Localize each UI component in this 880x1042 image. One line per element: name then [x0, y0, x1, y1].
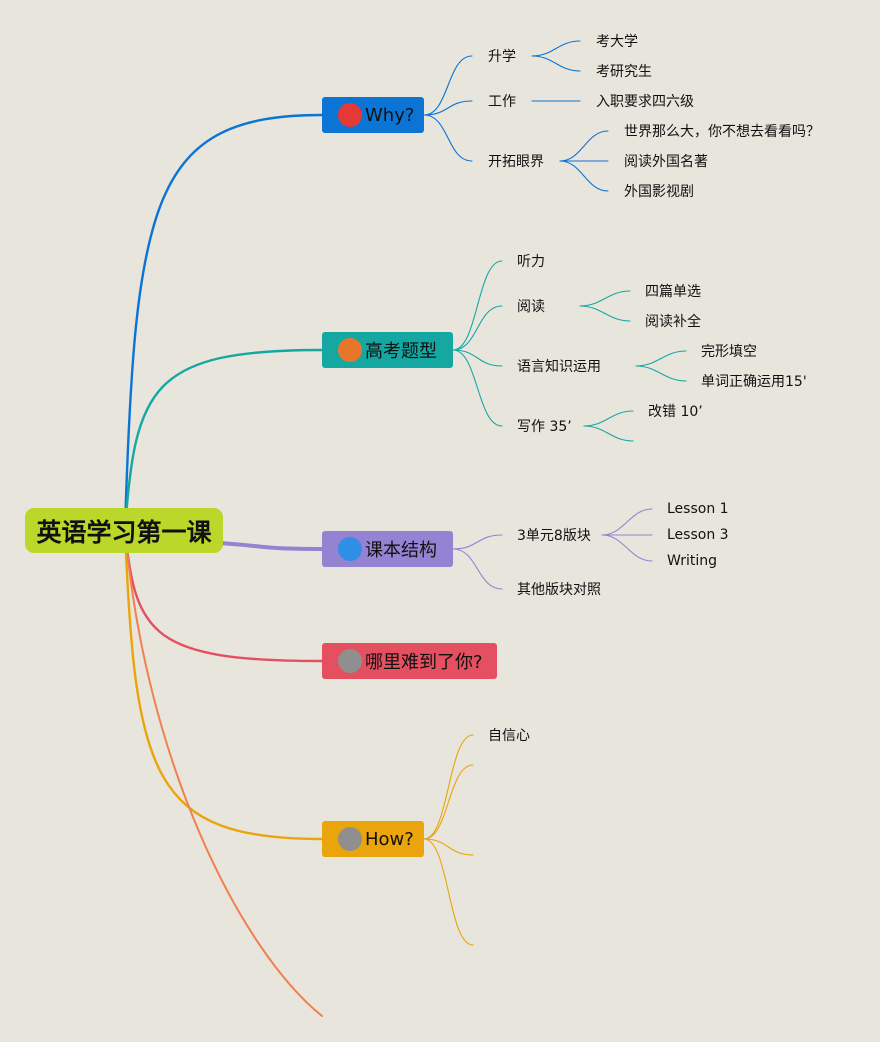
branch-t5-child-3: [423, 838, 474, 946]
topic-label: 高考题型: [365, 341, 437, 362]
branch-t5-child-2: [423, 838, 474, 856]
subtopic-node[interactable]: 3单元8版块: [517, 528, 591, 544]
leaf-node[interactable]: 外国影视剧: [624, 184, 694, 200]
branch-t1-grandchild: [531, 55, 581, 72]
leaf-node[interactable]: 单词正确运用15': [701, 374, 807, 390]
subtopic-node[interactable]: 听力: [517, 254, 545, 270]
leaf-node[interactable]: 入职要求四六级: [596, 94, 694, 110]
topic-number-badge: 3: [338, 537, 362, 561]
branch-root-t1: [123, 113, 324, 532]
leaf-node[interactable]: 四篇单选: [645, 284, 701, 300]
branch-t1-child-2: [423, 114, 473, 162]
subtopic-node[interactable]: 工作: [488, 94, 516, 110]
branch-t2-child-3: [452, 349, 503, 427]
branch-root-t5: [123, 528, 324, 841]
branch-t2-grandchild: [583, 425, 634, 442]
leaf-node[interactable]: 考大学: [596, 34, 638, 50]
leaf-node[interactable]: 考研究生: [596, 64, 652, 80]
branch-t2-grandchild: [635, 365, 687, 382]
branch-t2-grandchild: [583, 410, 634, 427]
branch-t2-grandchild: [579, 290, 631, 307]
branch-t2-child-2: [452, 349, 503, 367]
branch-t1-grandchild: [559, 130, 609, 162]
branch-t1-child-0: [423, 55, 473, 116]
topic-number-badge: 5: [338, 827, 362, 851]
leaf-node[interactable]: 完形填空: [701, 344, 757, 360]
subtopic-node[interactable]: 其他版块对照: [517, 582, 601, 598]
topic-number-badge: 4: [338, 649, 362, 673]
branch-t1-grandchild: [559, 160, 609, 192]
branch-t3-child-0: [452, 534, 503, 550]
leaf-node[interactable]: 改错 10’: [648, 404, 703, 420]
root-topic[interactable]: 英语学习第一课: [25, 508, 223, 553]
branch-t5-child-1: [423, 764, 474, 840]
branch-t3-grandchild: [601, 534, 653, 562]
topic-label: Why?: [365, 104, 415, 126]
branch-root-t3: [218, 541, 324, 551]
branch-t2-child-1: [452, 305, 503, 351]
branch-root-t2: [123, 348, 324, 532]
leaf-node[interactable]: 世界那么大，你不想去看看吗？: [624, 124, 820, 140]
subtopic-node[interactable]: 自信心: [488, 728, 530, 744]
topic-label: How?: [365, 828, 414, 850]
topic-label: 课本结构: [365, 540, 437, 561]
branch-root-extra: [124, 529, 323, 1017]
branch-t1-grandchild: [531, 40, 581, 57]
topic-number-badge: 1: [338, 103, 362, 127]
leaf-node[interactable]: Writing: [667, 553, 717, 569]
leaf-node[interactable]: 阅读补全: [645, 314, 701, 330]
branch-t1-child-1: [423, 100, 473, 116]
subtopic-node[interactable]: 阅读: [517, 299, 545, 315]
branch-t3-child-1: [452, 548, 503, 590]
leaf-node[interactable]: Lesson 3: [667, 527, 729, 543]
branch-t2-grandchild: [635, 350, 687, 367]
subtopic-node[interactable]: 写作 35’: [517, 419, 572, 435]
branch-t5-child-0: [423, 734, 474, 840]
subtopic-node[interactable]: 语言知识运用: [517, 359, 601, 375]
branch-t2-grandchild: [579, 305, 631, 322]
leaf-node[interactable]: Lesson 1: [667, 501, 729, 517]
branch-t3-grandchild: [601, 508, 653, 536]
subtopic-node[interactable]: 开拓眼界: [488, 154, 544, 170]
leaf-node[interactable]: 阅读外国名著: [624, 154, 708, 170]
branch-t2-child-0: [452, 260, 503, 351]
topic-label: 哪里难到了你?: [365, 652, 483, 673]
subtopic-node[interactable]: 升学: [488, 49, 516, 65]
topic-number-badge: 2: [338, 338, 362, 362]
